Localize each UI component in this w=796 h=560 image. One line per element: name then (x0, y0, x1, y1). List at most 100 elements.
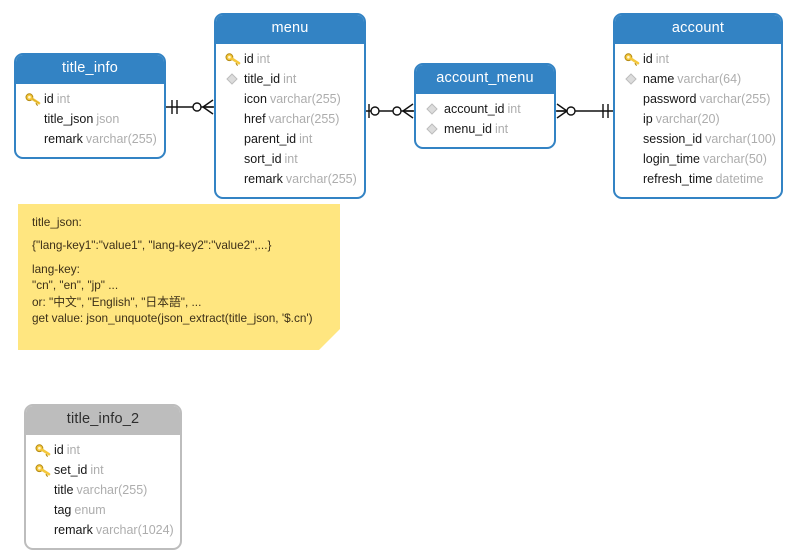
blank-icon (225, 91, 244, 107)
field-type: json (96, 111, 120, 126)
field-row[interactable]: parent_id int (222, 129, 358, 149)
blank-icon (35, 482, 54, 498)
blank-icon (624, 171, 643, 187)
entity-title_info_2-header: title_info_2 (26, 406, 180, 435)
field-row[interactable]: id int (22, 89, 158, 109)
note-line: lang-key: (32, 261, 80, 276)
entity-account_menu-fields: account_id int menu_id int (416, 94, 554, 147)
field-type: varchar(50) (702, 151, 767, 166)
field-row[interactable]: menu_id int (422, 119, 548, 139)
field-row[interactable]: password varchar(255) (621, 89, 775, 109)
diamond-icon (225, 71, 244, 87)
blank-icon (624, 131, 643, 147)
field-name: tag (54, 502, 72, 517)
field-row[interactable]: name varchar(64) (621, 69, 775, 89)
entity-account-fields: id int name varchar(64) password varchar… (615, 44, 781, 197)
field-row[interactable]: refresh_time datetime (621, 169, 775, 189)
field-row[interactable]: session_id varchar(100) (621, 129, 776, 149)
field-row[interactable]: icon varchar(255) (222, 89, 358, 109)
entity-account[interactable]: account id int (613, 13, 783, 199)
key-icon (624, 51, 643, 67)
field-type: int (66, 442, 80, 457)
field-row[interactable]: href varchar(255) (222, 109, 358, 129)
relationship-title_info-menu[interactable] (166, 98, 214, 116)
field-row[interactable]: account_id int (422, 99, 548, 119)
field-name: title (54, 482, 74, 497)
field-name: title_json (44, 111, 94, 126)
entity-title_info_2[interactable]: title_info_2 id int (24, 404, 182, 550)
note-line: "cn", "en", "jp" ... (32, 278, 119, 293)
field-name: remark (44, 131, 83, 146)
sticky-note-title-json[interactable]: title_json: {"lang-key1":"value1", "lang… (18, 204, 340, 350)
entity-title_info_2-fields: id int set_id int title varch (26, 435, 180, 548)
blank-icon (225, 111, 244, 127)
entity-menu-header: menu (216, 15, 364, 44)
field-name: parent_id (244, 131, 297, 146)
field-type: varchar(64) (677, 71, 742, 86)
field-row[interactable]: tag enum (32, 500, 174, 520)
diamond-icon (425, 101, 444, 117)
field-row[interactable]: id int (621, 49, 775, 69)
entity-account-header: account (615, 15, 781, 44)
relationship-menu-account_menu[interactable] (366, 102, 414, 120)
field-type: int (284, 151, 298, 166)
field-name: id (643, 51, 653, 66)
field-row[interactable]: id int (222, 49, 358, 69)
field-row[interactable]: set_id int (32, 460, 174, 480)
field-row[interactable]: remark varchar(255) (222, 169, 358, 189)
field-row[interactable]: title varchar(255) (32, 480, 174, 500)
field-row[interactable]: remark varchar(1024) (32, 520, 174, 540)
field-name: href (244, 111, 266, 126)
field-type: varchar(255) (285, 171, 357, 186)
entity-account_menu[interactable]: account_menu account_id int menu_id (414, 63, 556, 149)
field-type: varchar(255) (76, 482, 148, 497)
entity-title_info[interactable]: title_info id int title_json (14, 53, 166, 159)
field-type: int (507, 101, 521, 116)
entity-title_info-header: title_info (16, 55, 164, 84)
diamond-icon (624, 71, 643, 87)
entity-menu[interactable]: menu id int (214, 13, 366, 199)
field-type: varchar(20) (655, 111, 720, 126)
blank-icon (25, 131, 44, 147)
entity-title_info-fields: id int title_json json remark varchar(25… (16, 84, 164, 157)
field-row[interactable]: sort_id int (222, 149, 358, 169)
field-name: menu_id (444, 121, 492, 136)
field-name: password (643, 91, 697, 106)
field-name: login_time (643, 151, 700, 166)
field-row[interactable]: remark varchar(255) (22, 129, 158, 149)
field-name: refresh_time (643, 171, 713, 186)
field-type: varchar(100) (705, 131, 776, 146)
blank-icon (35, 522, 54, 538)
field-row[interactable]: id int (32, 440, 174, 460)
field-name: ip (643, 111, 653, 126)
field-name: name (643, 71, 675, 86)
field-name: id (54, 442, 64, 457)
field-name: title_id (244, 71, 281, 86)
field-name: set_id (54, 462, 88, 477)
field-name: id (44, 91, 54, 106)
field-row[interactable]: login_time varchar(50) (621, 149, 775, 169)
field-row[interactable]: ip varchar(20) (621, 109, 775, 129)
blank-icon (225, 151, 244, 167)
field-row[interactable]: title_json json (22, 109, 158, 129)
field-type: varchar(255) (268, 111, 340, 126)
field-type: int (655, 51, 669, 66)
field-name: id (244, 51, 254, 66)
field-row[interactable]: title_id int (222, 69, 358, 89)
field-type: int (256, 51, 270, 66)
note-fold-corner (319, 329, 340, 350)
blank-icon (225, 131, 244, 147)
field-type: varchar(255) (85, 131, 157, 146)
relationship-account_menu-account[interactable] (556, 102, 614, 120)
note-line: or: "中文", "English", "日本語", ... (32, 294, 202, 309)
key-icon (35, 462, 54, 478)
field-name: account_id (444, 101, 505, 116)
field-name: session_id (643, 131, 703, 146)
field-name: icon (244, 91, 267, 106)
note-line: {"lang-key1":"value1", "lang-key2":"valu… (32, 238, 272, 253)
blank-icon (25, 111, 44, 127)
blank-icon (225, 171, 244, 187)
diamond-icon (425, 121, 444, 137)
note-line: get value: json_unquote(json_extract(tit… (32, 310, 313, 325)
field-type: int (494, 121, 509, 136)
